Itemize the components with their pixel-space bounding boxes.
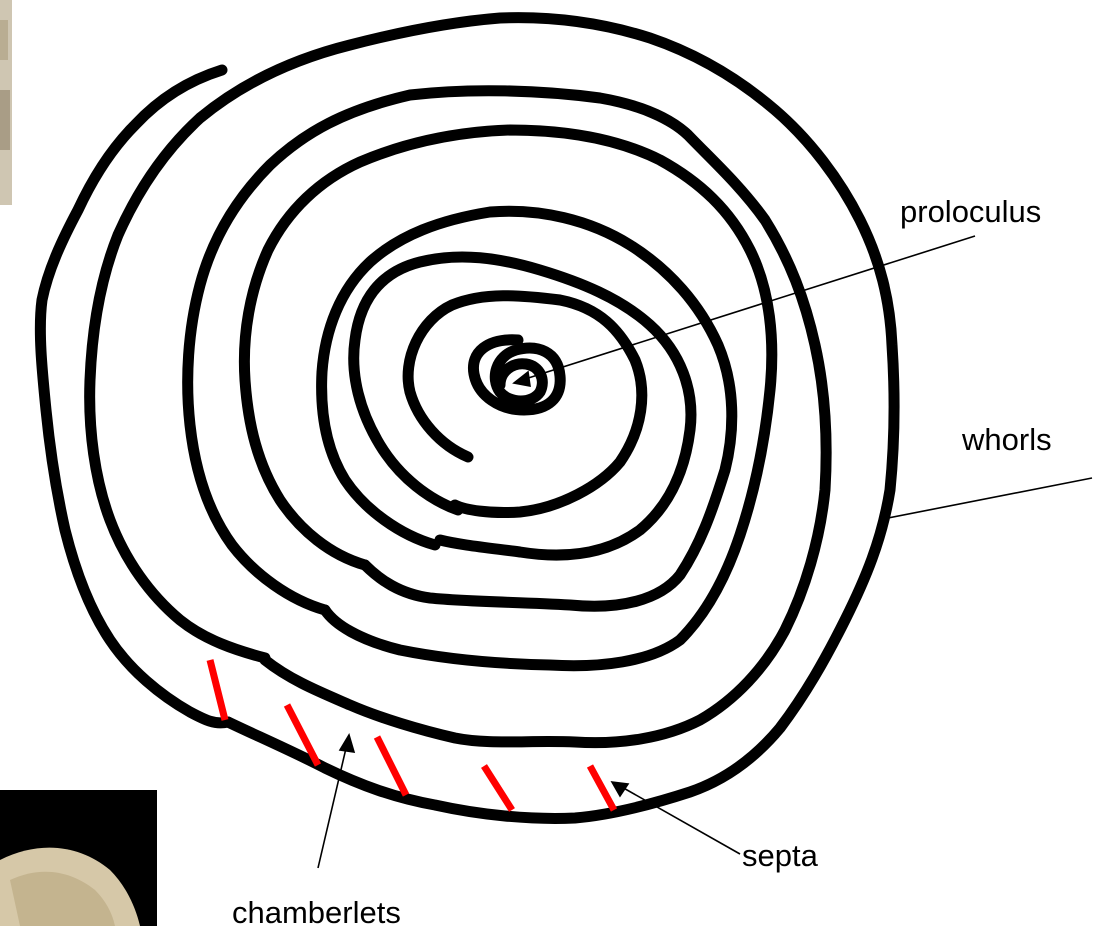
- septum-1: [210, 660, 225, 720]
- whorl-outer: [40, 70, 228, 723]
- septum-5: [590, 766, 614, 810]
- whorl-7: [90, 18, 894, 819]
- label-proloculus: proloculus: [900, 196, 1041, 227]
- label-chamberlets: chamberlets: [232, 897, 401, 926]
- proloculus-arrowhead: [514, 372, 530, 386]
- septum-4: [484, 766, 512, 810]
- photo-fragment-bottom: [0, 790, 157, 926]
- chamberlets-arrowhead: [340, 735, 354, 752]
- whorl-innermost: [473, 340, 560, 410]
- septa-arrowhead: [612, 782, 628, 796]
- label-whorls: whorls: [962, 424, 1052, 455]
- whorls-leader: [888, 478, 1092, 518]
- label-septa: septa: [742, 840, 818, 871]
- septa-marks: [210, 660, 614, 810]
- photo-fragment-top: [0, 0, 12, 205]
- whorls-spiral: [40, 18, 894, 819]
